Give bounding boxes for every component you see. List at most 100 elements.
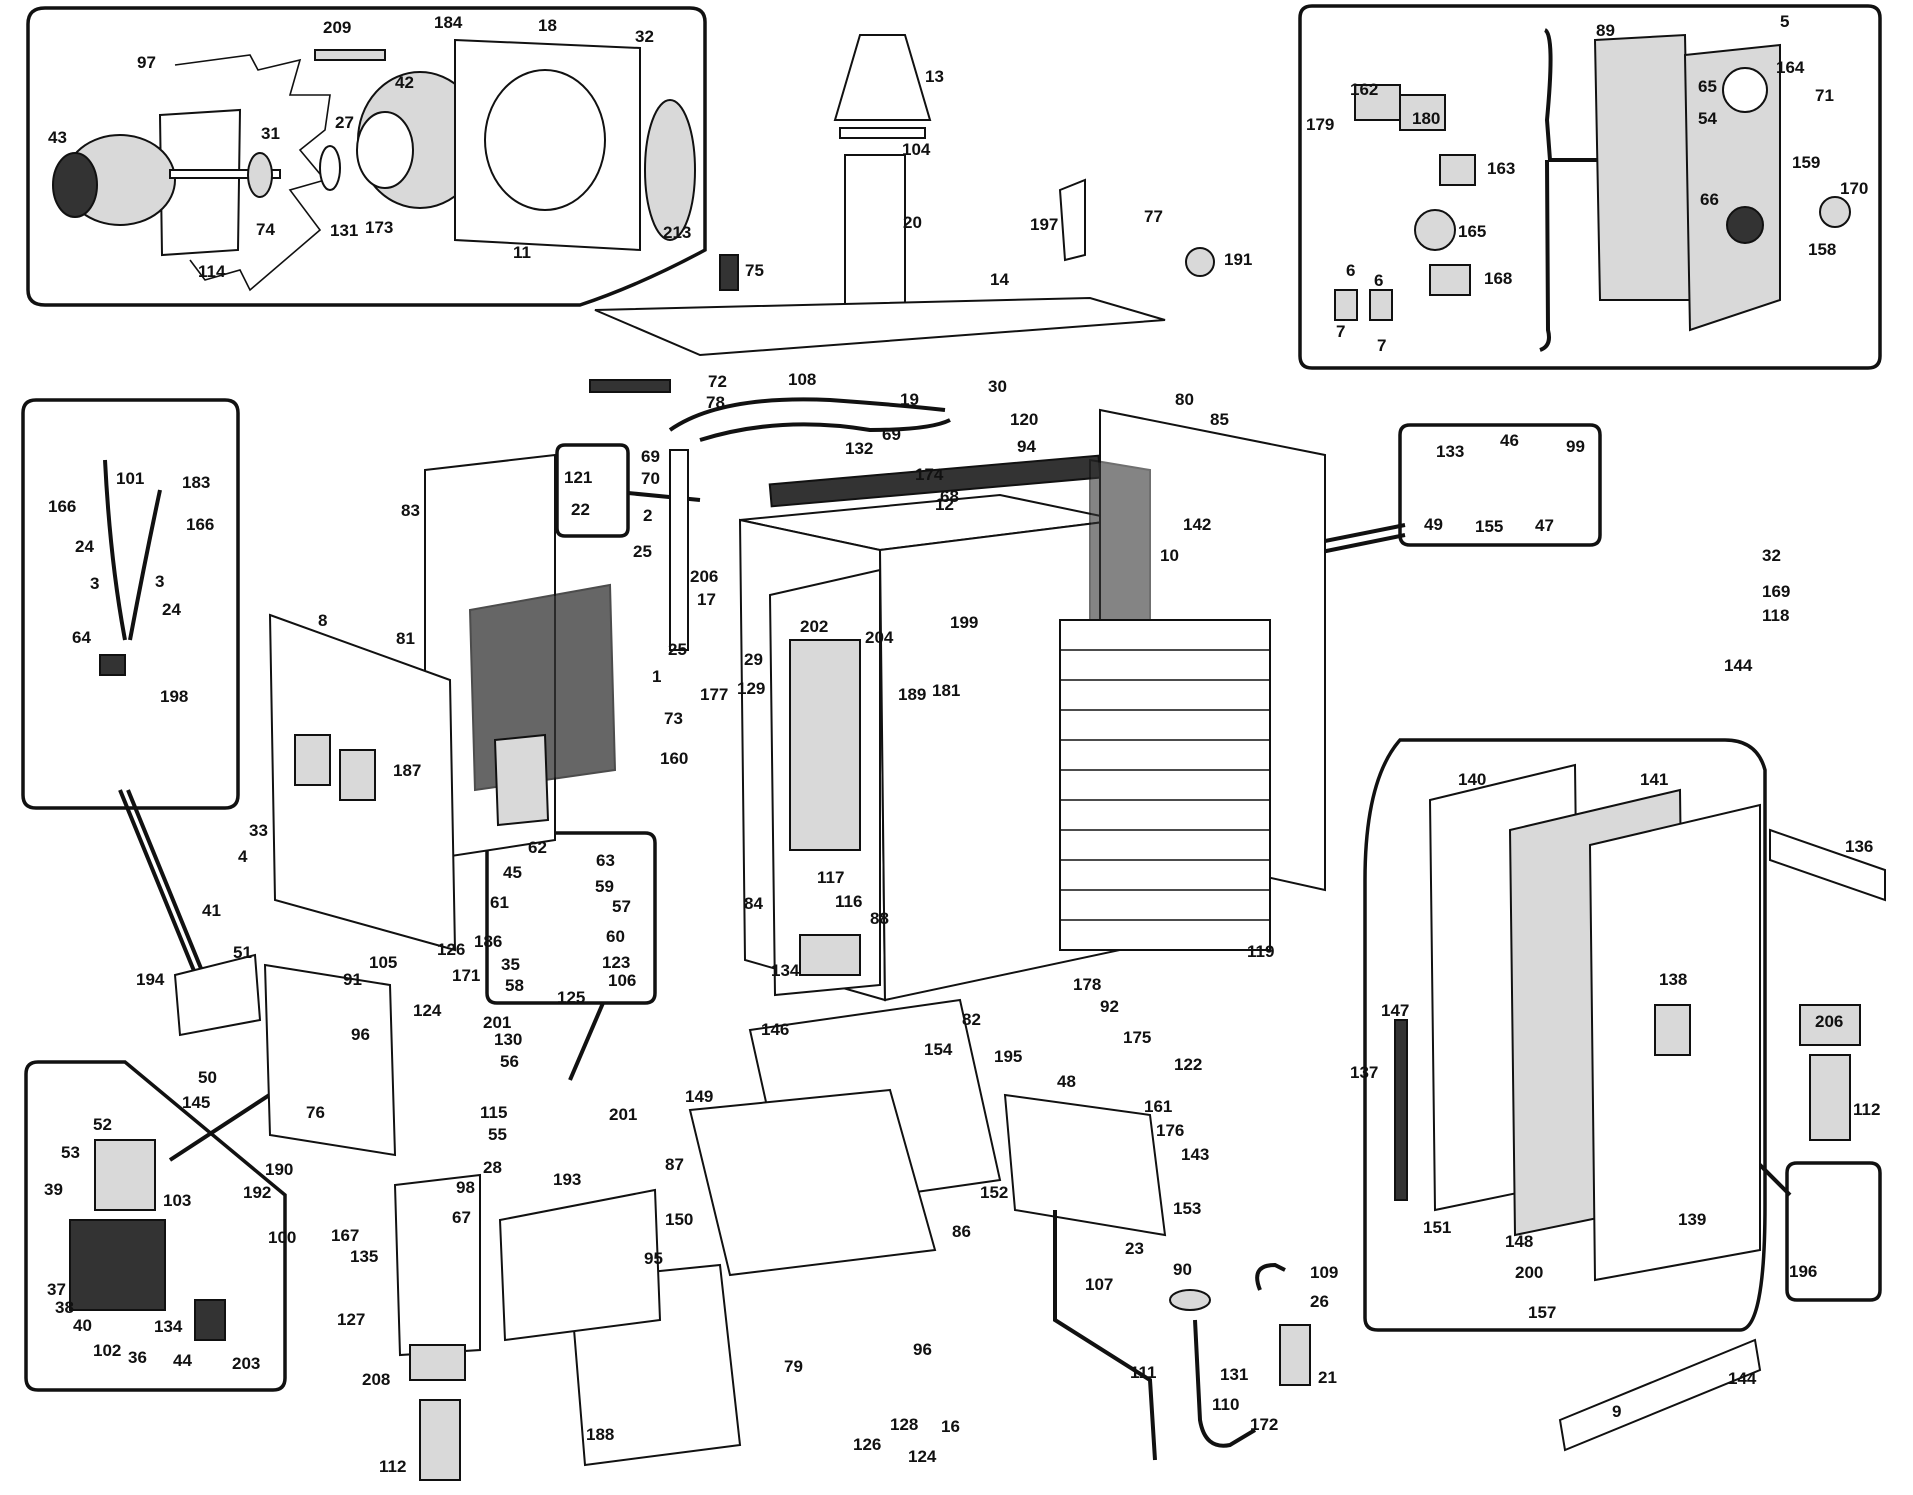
part-label-157: 157	[1528, 1303, 1556, 1322]
part-label-188: 188	[586, 1425, 614, 1444]
part-label-116: 116	[835, 892, 862, 911]
part-label-88: 88	[870, 909, 889, 928]
fan-hub	[356, 111, 414, 189]
probe-cable-a	[103, 459, 127, 641]
part-label-32: 32	[1762, 546, 1781, 565]
part-label-109: 109	[1310, 1263, 1338, 1282]
part-label-165: 165	[1458, 222, 1486, 241]
part-label-69: 69	[882, 425, 901, 444]
part-label-187: 187	[393, 761, 421, 780]
part-label-17: 17	[697, 590, 716, 609]
part-label-193: 193	[553, 1170, 581, 1189]
part-label-145: 145	[182, 1093, 210, 1112]
part-label-23: 23	[1125, 1239, 1144, 1258]
louvre-block-1	[294, 734, 331, 786]
part-label-179: 179	[1306, 115, 1334, 134]
part-label-174: 174	[915, 465, 944, 484]
part-label-118: 118	[1762, 606, 1789, 625]
part-label-3: 3	[155, 572, 164, 591]
foot-206-right	[1799, 1004, 1861, 1046]
part-label-191: 191	[1224, 250, 1252, 269]
water-pipe-108	[668, 397, 946, 432]
part-label-114: 114	[198, 262, 226, 281]
part-label-73: 73	[664, 709, 683, 728]
part-label-3: 3	[90, 574, 99, 593]
part-label-124: 124	[908, 1447, 937, 1466]
part-label-195: 195	[994, 1047, 1022, 1066]
part-label-97: 97	[137, 53, 156, 72]
part-label-213: 213	[663, 223, 691, 242]
part-label-154: 154	[924, 1040, 953, 1059]
part-label-6: 6	[1346, 261, 1355, 280]
part-label-204: 204	[865, 628, 894, 647]
blower-housing-91	[263, 963, 397, 1157]
solenoid-26	[1279, 1324, 1311, 1386]
part-label-209: 209	[323, 18, 351, 37]
part-label-147: 147	[1381, 1001, 1409, 1020]
part-label-168: 168	[1484, 269, 1512, 288]
callout-band-gas	[568, 1002, 605, 1081]
door-hinge-138	[1654, 1004, 1691, 1056]
part-label-52: 52	[93, 1115, 112, 1134]
part-label-57: 57	[612, 897, 631, 916]
knob-170	[1819, 196, 1851, 228]
part-label-142: 142	[1183, 515, 1211, 534]
part-label-120: 120	[1010, 410, 1038, 429]
part-label-32: 32	[635, 27, 654, 46]
part-label-117: 117	[817, 868, 844, 887]
motor-shaft	[169, 169, 281, 179]
part-label-14: 14	[990, 270, 1009, 289]
burner-tray-149	[688, 1088, 937, 1277]
seal-strip-137	[1394, 1019, 1408, 1201]
part-label-4: 4	[238, 847, 248, 866]
part-label-186: 186	[474, 932, 502, 951]
switch-6a	[1334, 289, 1358, 321]
part-label-86: 86	[952, 1222, 971, 1241]
part-label-47: 47	[1535, 516, 1554, 535]
part-label-37: 37	[47, 1280, 66, 1299]
part-label-51: 51	[233, 943, 252, 962]
base-plate-193	[498, 1188, 662, 1342]
part-label-59: 59	[595, 877, 614, 896]
part-label-171: 171	[452, 966, 480, 985]
part-label-100: 100	[268, 1228, 296, 1247]
part-label-94: 94	[1017, 437, 1036, 456]
part-label-31: 31	[261, 124, 280, 143]
part-label-201: 201	[609, 1105, 637, 1124]
part-label-135: 135	[350, 1247, 378, 1266]
part-label-24: 24	[75, 537, 94, 556]
part-label-69: 69	[641, 447, 660, 466]
part-label-194: 194	[136, 970, 165, 989]
part-label-18: 18	[538, 16, 557, 35]
part-label-206: 206	[690, 567, 718, 586]
water-pipe-19	[699, 418, 951, 442]
part-label-56: 56	[500, 1052, 519, 1071]
part-label-137: 137	[1350, 1063, 1378, 1082]
part-label-108: 108	[788, 370, 816, 389]
part-label-53: 53	[61, 1143, 80, 1162]
switch-6b	[1369, 289, 1393, 321]
part-label-58: 58	[505, 976, 524, 995]
drain-pipe-107	[1053, 1210, 1157, 1461]
foot-208-left	[409, 1344, 466, 1381]
inset-frame-sensor-small	[555, 443, 630, 538]
part-label-126: 126	[853, 1435, 881, 1454]
part-label-29: 29	[744, 650, 763, 669]
part-label-131: 131	[1220, 1365, 1248, 1384]
shaft-collar	[247, 152, 273, 198]
steam-pipe-17	[669, 449, 689, 651]
part-label-83: 83	[401, 501, 420, 520]
part-label-121: 121	[564, 468, 592, 487]
part-label-167: 167	[331, 1226, 359, 1245]
part-label-64: 64	[72, 628, 91, 647]
part-label-208: 208	[362, 1370, 390, 1389]
hose-109	[1255, 1262, 1286, 1291]
part-label-79: 79	[784, 1357, 803, 1376]
part-label-38: 38	[55, 1298, 74, 1317]
part-label-158: 158	[1808, 240, 1836, 259]
part-label-189: 189	[898, 685, 926, 704]
part-label-141: 141	[1640, 770, 1668, 789]
part-label-25: 25	[668, 640, 687, 659]
